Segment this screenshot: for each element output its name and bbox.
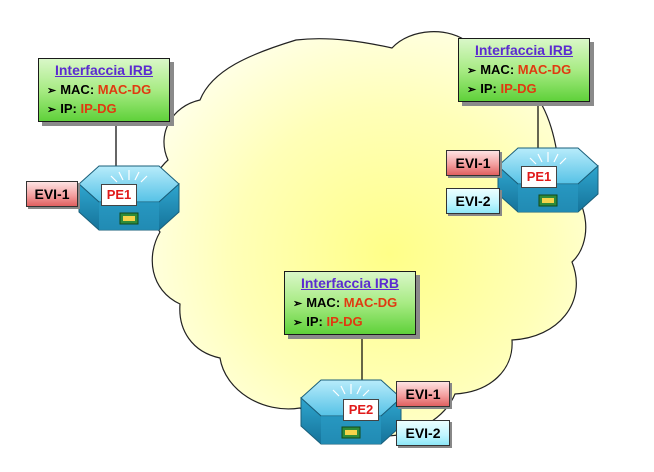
ip-key: IP: [480, 81, 497, 96]
irb-title: Interfaccia IRB [474, 42, 574, 58]
ip-value: IP-DG [80, 101, 117, 116]
irb-mac-row: ➢MAC: MAC-DG [459, 62, 589, 77]
irb-info-box-left: Interfaccia IRB ➢MAC: MAC-DG ➢IP: IP-DG [38, 58, 170, 122]
irb-title: Interfaccia IRB [54, 62, 154, 78]
arrow-bullet-icon: ➢ [293, 317, 303, 329]
irb-ip-row: ➢IP: IP-DG [39, 101, 169, 116]
mac-value: MAC-DG [97, 82, 152, 97]
irb-mac-row: ➢MAC: MAC-DG [285, 295, 415, 310]
ip-value: IP-DG [326, 314, 363, 329]
arrow-bullet-icon: ➢ [47, 104, 57, 116]
arrow-bullet-icon: ➢ [47, 85, 57, 97]
evi-tag-bottom-1: EVI-1 [396, 381, 450, 407]
arrow-bullet-icon: ➢ [467, 84, 477, 96]
irb-ip-row: ➢IP: IP-DG [459, 81, 589, 96]
irb-mac-row: ➢MAC: MAC-DG [39, 82, 169, 97]
mac-key: MAC: [60, 82, 95, 97]
evi-tag-right-2: EVI-2 [446, 188, 500, 214]
irb-info-box-right: Interfaccia IRB ➢MAC: MAC-DG ➢IP: IP-DG [458, 38, 590, 102]
irb-ip-row: ➢IP: IP-DG [285, 314, 415, 329]
router-label-pe1-left: PE1 [101, 184, 137, 206]
arrow-bullet-icon: ➢ [293, 298, 303, 310]
mac-value: MAC-DG [343, 295, 398, 310]
irb-title: Interfaccia IRB [300, 275, 400, 291]
mac-key: MAC: [480, 62, 515, 77]
ip-key: IP: [60, 101, 77, 116]
evi-tag-right-1: EVI-1 [446, 150, 500, 176]
ip-value: IP-DG [500, 81, 537, 96]
arrow-bullet-icon: ➢ [467, 65, 477, 77]
mac-value: MAC-DG [517, 62, 572, 77]
router-label-pe1-right: PE1 [521, 166, 557, 188]
evi-tag-left-1: EVI-1 [26, 181, 78, 207]
evi-tag-bottom-2: EVI-2 [396, 420, 450, 446]
irb-info-box-bottom: Interfaccia IRB ➢MAC: MAC-DG ➢IP: IP-DG [284, 271, 416, 335]
router-label-pe2: PE2 [343, 399, 379, 421]
ip-key: IP: [306, 314, 323, 329]
mac-key: MAC: [306, 295, 341, 310]
